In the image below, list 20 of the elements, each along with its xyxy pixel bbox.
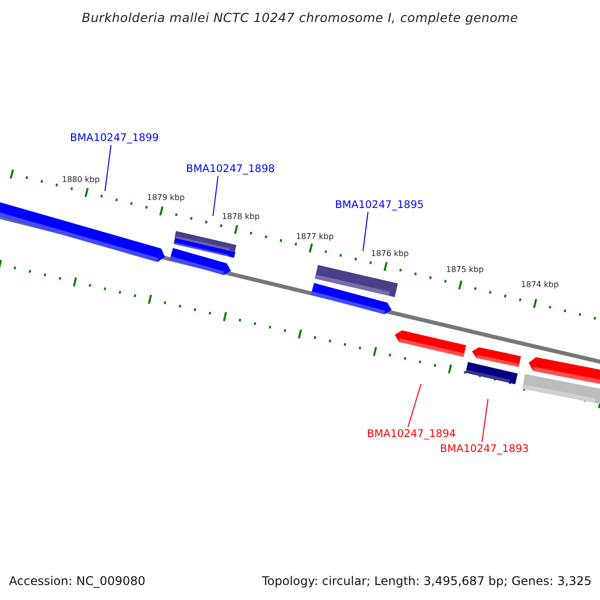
tick-label: 1880 kbp [62,175,100,185]
tick-label: 1874 kbp [521,280,559,290]
gene-label: BMA10247_1894 [367,427,456,441]
title: Burkholderia mallei NCTC 10247 chromosome I, complete genome [80,10,520,25]
tick-label: 1876 kbp [371,249,409,259]
tick-label: 1879 kbp [147,193,185,203]
leader-line [212,176,218,216]
gene-label: BMA10247_1899 [70,131,159,145]
leader-line [482,398,488,442]
gene-label: BMA10247_1895 [335,198,424,212]
tick-label: 1878 kbp [222,212,260,222]
footer-text: Topology: circular; Length: 3,495,687 bp; Genes: 3,325 [262,574,592,588]
leader-line [104,144,112,192]
tick-label: 1877 kbp [296,232,334,242]
leader-line [408,384,422,428]
gene-label: BMA10247_1898 [186,162,275,176]
gene-label: BMA10247_1893 [440,442,529,456]
tick-label: 1875 kbp [446,265,484,275]
footer-text: Accession: NC_009080 [9,574,146,588]
leader-line [362,212,368,252]
